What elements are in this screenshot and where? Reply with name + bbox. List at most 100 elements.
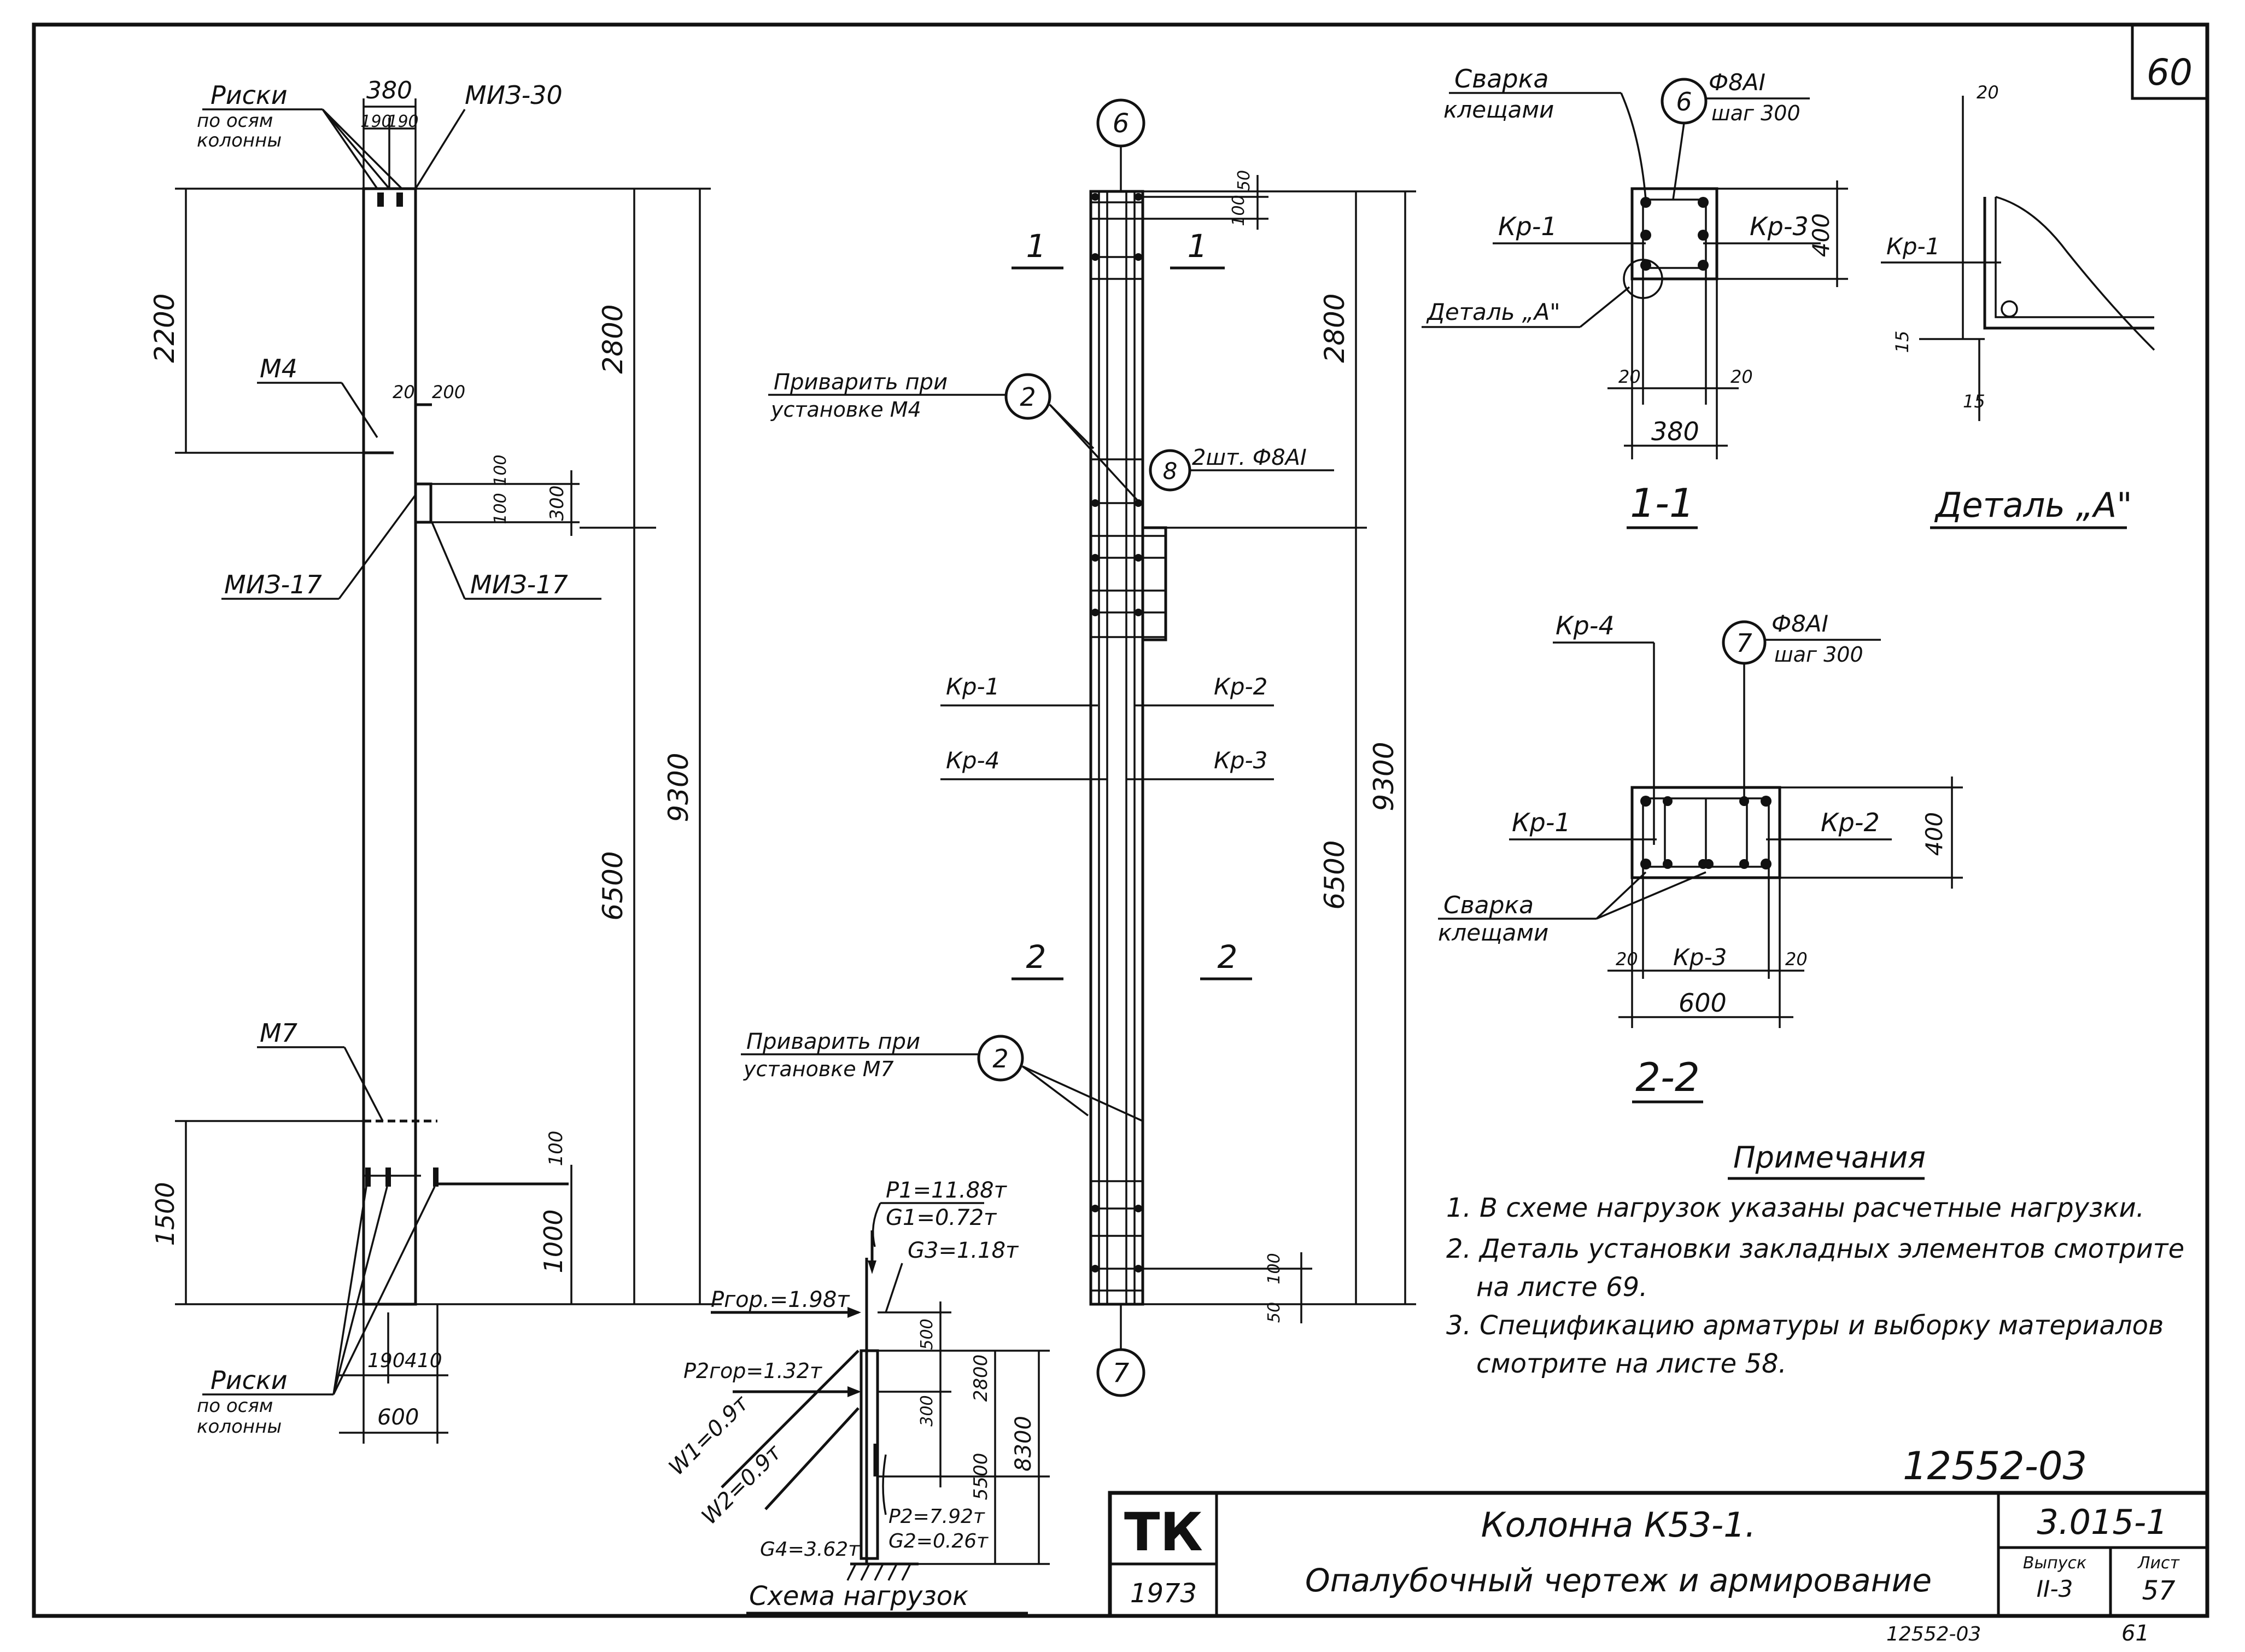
leader xyxy=(1595,871,1647,920)
m7-label: М7 xyxy=(260,1018,297,1048)
m4-label: М4 xyxy=(260,354,297,383)
section-2-2: Кр-4 7 Ф8АI шаг 300 Кр-1 Кр-2 Сварка кле… xyxy=(1438,610,1963,1104)
load-p2hor: P2гор=1.32т xyxy=(683,1359,823,1383)
leader xyxy=(341,382,378,438)
section-2-2-bars xyxy=(1640,796,1772,869)
leader xyxy=(321,108,390,190)
s11-step: шаг 300 xyxy=(1711,101,1800,125)
section-1-1: Сварка клещами 6 Ф8АI шаг 300 Кр-1 Кр-3 … xyxy=(1422,64,1848,529)
dim-190-right: 190 xyxy=(387,112,418,131)
leader xyxy=(414,109,466,189)
leader xyxy=(1049,404,1141,504)
risks-top-3: колонны xyxy=(197,130,282,151)
leader xyxy=(1620,92,1647,200)
s22-kr2: Кр-2 xyxy=(1821,808,1880,837)
dim-100: 100 xyxy=(545,1131,567,1166)
console-dim-100b: 100 xyxy=(491,493,510,524)
leader xyxy=(332,1186,388,1395)
s22-kr4: Кр-4 xyxy=(1556,611,1615,640)
elevation-view: 380 190 190 МИЗ-30 Риски по осям колонны… xyxy=(149,77,722,1444)
load-dim-500: 500 xyxy=(917,1318,937,1350)
load-scheme-title: Схема нагрузок xyxy=(749,1581,968,1612)
tk-logo: ТК xyxy=(1124,1502,1203,1563)
bottom-dim-100: 100 xyxy=(1265,1253,1284,1284)
leader xyxy=(882,1454,887,1515)
bottom-dim-50: 50 xyxy=(1265,1302,1284,1323)
p1-arrowhead xyxy=(868,1260,876,1274)
w1-arrow xyxy=(721,1350,860,1488)
s22-dim-20a: 20 xyxy=(1616,949,1638,970)
rf-dim-2800: 2800 xyxy=(1319,293,1350,363)
load-g3: G3=1.18т xyxy=(908,1238,1019,1263)
cut-2-right-label: 2 xyxy=(1218,938,1238,976)
s22-kr1: Кр-1 xyxy=(1512,808,1571,837)
bubble-2-bottom xyxy=(977,1035,1024,1082)
tb-year: 1973 xyxy=(1130,1578,1197,1609)
s22-weld-line2: клещами xyxy=(1438,919,1548,946)
leader xyxy=(1596,871,1706,920)
s11-kr3: Кр-3 xyxy=(1750,212,1809,241)
s11-weld-line2: клещами xyxy=(1443,96,1554,123)
title-block: ТК 1973 Колонна К53-1. Опалубочный черте… xyxy=(1108,1491,2209,1618)
console-outline xyxy=(414,482,432,524)
bottom-dim-600: 600 xyxy=(377,1405,419,1430)
leader xyxy=(321,108,403,190)
bubble-bottom-text: 7 xyxy=(1113,1358,1130,1388)
s11-weld-line1: Сварка xyxy=(1454,64,1549,94)
cut-1-right-label: 1 xyxy=(1188,227,1208,265)
archive-number: 12552-03 xyxy=(1903,1444,2087,1488)
cage-outline xyxy=(1089,190,1144,1306)
leader xyxy=(343,1047,384,1122)
console-dim-300: 300 xyxy=(546,486,568,521)
bottom-plate-right xyxy=(433,1168,439,1187)
section-1-1-bars xyxy=(1640,197,1709,271)
w2-arrow xyxy=(764,1407,860,1510)
m4-dim-200: 200 xyxy=(432,382,465,402)
load-dim-300: 300 xyxy=(917,1395,937,1426)
load-p1: P1=11.88т xyxy=(886,1178,1008,1203)
stirrups-console xyxy=(1091,535,1166,638)
s11-detail-ref: Деталь „А" xyxy=(1426,299,1560,325)
leader xyxy=(332,1186,436,1395)
top-plate-right xyxy=(396,192,403,207)
s22-title: 2-2 xyxy=(1635,1054,1700,1100)
leader xyxy=(1579,286,1630,328)
detail-a-dim-15b: 15 xyxy=(1963,391,1985,412)
notes-heading: Примечания xyxy=(1733,1140,1926,1175)
load-scheme: P1=11.88т G1=0.72т G3=1.18т Pгор.=1.98т … xyxy=(664,1178,1050,1615)
top-dim-100: 100 xyxy=(1229,195,1248,226)
s22-weld-line1: Сварка xyxy=(1443,891,1534,919)
title-block-frame xyxy=(1108,1491,2209,1618)
detail-a-bar xyxy=(2001,300,2018,318)
load-dim-8300: 8300 xyxy=(1011,1416,1036,1472)
cut-2-left-label: 2 xyxy=(1026,938,1047,976)
weld-m7-line2: установке М7 xyxy=(743,1057,894,1081)
bottom-stamp: 12552-03 xyxy=(1886,1623,1981,1645)
tb-sheet-value: 57 xyxy=(2142,1575,2176,1606)
leader xyxy=(1022,1065,1143,1122)
rf-dim-6500: 6500 xyxy=(1319,840,1350,909)
p2hor-arrowhead xyxy=(847,1386,861,1397)
tb-sheet-label: Лист xyxy=(2137,1554,2180,1573)
kr3-label: Кр-3 xyxy=(1214,747,1267,774)
bubble-top-text: 6 xyxy=(1113,108,1130,139)
load-dim-2800: 2800 xyxy=(970,1355,992,1402)
leader xyxy=(332,1186,367,1395)
phor-arrowhead xyxy=(847,1307,861,1318)
embed-miz30-label: МИЗ-30 xyxy=(465,80,563,110)
dim-1000: 1000 xyxy=(539,1209,568,1273)
risks-bottom-3: колонны xyxy=(197,1416,282,1438)
tb-title-line1: Колонна К53-1. xyxy=(1481,1505,1756,1545)
s22-bubble-text: 7 xyxy=(1736,628,1752,658)
section-1-1-stirrup xyxy=(1642,199,1707,269)
bubble-8-text: 8 xyxy=(1163,458,1178,484)
rf-dim-9300: 9300 xyxy=(1368,742,1400,811)
load-phor: Pгор.=1.98т xyxy=(711,1287,850,1312)
detail-a-title: Деталь „А" xyxy=(1934,485,2132,525)
load-p2: P2=7.92т xyxy=(888,1505,985,1528)
corner-number-box xyxy=(2131,23,2209,100)
dim-2800: 2800 xyxy=(597,304,629,373)
leader xyxy=(321,109,378,189)
s11-dim-400: 400 xyxy=(1808,213,1834,257)
leader xyxy=(431,522,466,599)
